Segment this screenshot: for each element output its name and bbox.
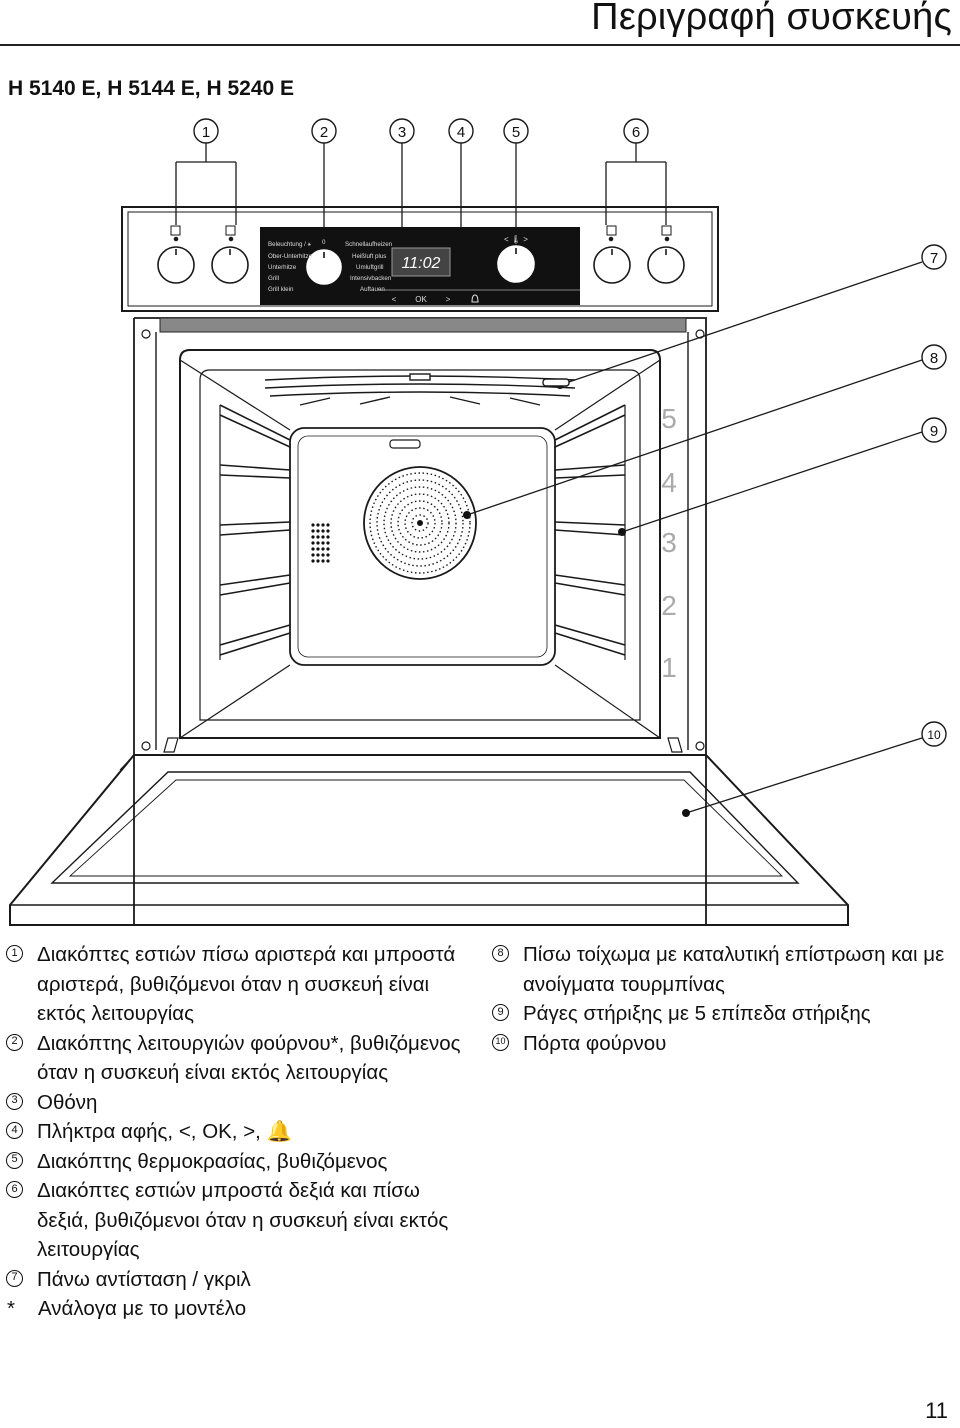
callout-1: 1	[193, 118, 219, 144]
legend-item-2: 2 Διακόπτης λειτουργιών φούρνου*, βυθιζό…	[6, 1029, 476, 1088]
knob-6	[647, 225, 685, 284]
callout-3: 3	[389, 118, 415, 144]
legend-number-2: 2	[6, 1033, 23, 1051]
oven-door	[9, 754, 849, 926]
back-wall	[289, 427, 556, 666]
footnote: * Ανάλογα με το μοντέλο	[6, 1294, 476, 1324]
page-title: Περιγραφή συσκευής	[591, 0, 952, 38]
shelf-level-5: 5	[661, 403, 677, 434]
shelf-level-3: 3	[661, 527, 677, 558]
header-rule	[0, 44, 960, 46]
callout-10-label: 10	[927, 728, 941, 742]
legend-item-4: 4 Πλήκτρα αφής, <, OK, >, 🔔	[6, 1117, 476, 1147]
knob-temperature	[497, 245, 535, 283]
legend-number-10: 10	[492, 1033, 509, 1051]
panel-right-label-5: Auftauen	[360, 286, 385, 293]
panel-key-ok: OK	[415, 295, 427, 304]
panel-left-label-5: Grill klein	[268, 286, 294, 293]
panel-left-label-1: Beleuchtung / ⚹	[268, 241, 312, 248]
legend-item-3: 3 Οθόνη	[6, 1088, 476, 1118]
callout-9: 9	[921, 417, 947, 443]
left-shelf-rails	[219, 404, 291, 660]
legend-item-6: 6 Διακόπτες εστιών μπροστά δεξιά και πίσ…	[6, 1176, 476, 1265]
legend-item-9: 9 Ράγες στήριξης με 5 επίπεδα στήριξης	[492, 999, 952, 1029]
callout-7-label: 7	[930, 250, 938, 267]
panel-right-label-2: Heißluft plus	[352, 253, 386, 260]
legend-item-1: 1 Διακόπτες εστιών πίσω αριστερά και μπρ…	[6, 940, 476, 1029]
legend-text-6: Διακόπτες εστιών μπροστά δεξιά και πίσω …	[37, 1179, 449, 1261]
legend-text-8: Πίσω τοίχωμα με καταλυτική επίστρωση και…	[523, 943, 945, 996]
callout-4-label: 4	[457, 124, 465, 141]
top-heater	[264, 373, 576, 406]
page-number: 11	[925, 1398, 948, 1423]
panel-display-time: 11:02	[402, 255, 441, 272]
knob-2	[211, 225, 249, 284]
callout-5: 5	[503, 118, 529, 144]
control-panel	[121, 206, 719, 312]
legend-right: 8 Πίσω τοίχωμα με καταλυτική επίστρωση κ…	[492, 940, 952, 1058]
legend-text-4: Πλήκτρα αφής, <, OK, >, 🔔	[37, 1120, 293, 1143]
panel-left-label-3: Unterhitze	[268, 264, 297, 271]
footnote-star: *	[7, 1297, 15, 1320]
legend-item-7: 7 Πάνω αντίσταση / γκριλ	[6, 1265, 476, 1295]
legend-number-4: 4	[6, 1122, 23, 1139]
callout-6: 6	[623, 118, 649, 144]
model-list: H 5140 E, H 5144 E, H 5240 E	[8, 77, 295, 100]
knob-5	[593, 225, 631, 284]
panel-right-label-1: Schnellaufheizen	[345, 241, 393, 248]
callout-6-label: 6	[632, 124, 640, 141]
callout-7: 7	[921, 244, 947, 270]
panel-zero-label: 0	[322, 239, 326, 246]
callout-1-label: 1	[202, 124, 210, 141]
legend-number-9: 9	[492, 1004, 509, 1021]
footnote-text: Ανάλογα με το μοντέλο	[38, 1297, 247, 1320]
legend-number-7: 7	[6, 1269, 23, 1287]
legend-number-6: 6	[6, 1181, 23, 1198]
panel-right-label-3: Umluftgrill	[356, 264, 384, 271]
callout-3-label: 3	[398, 124, 406, 141]
legend-text-2: Διακόπτης λειτουργιών φούρνου*, βυθιζόμε…	[37, 1031, 461, 1085]
legend-number-3: 3	[6, 1092, 23, 1110]
right-shelf-rails	[554, 404, 626, 660]
legend-left: 1 Διακόπτες εστιών πίσω αριστερά και μπρ…	[6, 940, 476, 1324]
panel-right-label-4: Intensivbacken	[350, 275, 392, 282]
shelf-level-2: 2	[661, 590, 677, 621]
panel-bell-icon	[471, 294, 479, 303]
legend-item-8: 8 Πίσω τοίχωμα με καταλυτική επίστρωση κ…	[492, 940, 952, 999]
legend-text-1: Διακόπτες εστιών πίσω αριστερά και μπροσ…	[37, 943, 456, 1025]
callout-2: 2	[311, 118, 337, 144]
legend-text-5: Διακόπτης θερμοκρασίας, βυθιζόμενος	[37, 1149, 388, 1173]
panel-left-label-4: Grill	[268, 275, 279, 282]
panel-key-left: <	[392, 295, 397, 304]
oven-diagram: 1 2 3 4 5 6 7 8	[9, 118, 947, 926]
callout-2-label: 2	[320, 124, 328, 141]
callout-4: 4	[448, 118, 474, 144]
callout-10: 10	[921, 721, 947, 747]
legend-item-10: 10 Πόρτα φούρνου	[492, 1029, 952, 1059]
shelf-level-4: 4	[661, 467, 677, 498]
panel-key-right: >	[446, 295, 451, 304]
legend-number-5: 5	[6, 1151, 23, 1169]
legend-text-9: Ράγες στήριξης με 5 επίπεδα στήριξης	[523, 1002, 871, 1025]
shelf-level-1: 1	[661, 652, 677, 683]
panel-temp-label: < 🌡 >	[504, 235, 528, 244]
knob-function	[306, 249, 342, 285]
callout-8: 8	[921, 344, 947, 370]
legend-text-3: Οθόνη	[37, 1090, 98, 1114]
callout-9-label: 9	[930, 423, 938, 440]
callout-5-label: 5	[512, 124, 520, 141]
callout-8-label: 8	[930, 350, 938, 367]
legend-number-8: 8	[492, 945, 509, 962]
panel-left-label-2: Ober-Unterhitze	[268, 253, 313, 260]
fan-cover	[363, 466, 477, 580]
vent-grid	[311, 523, 330, 563]
legend-text-10: Πόρτα φούρνου	[523, 1031, 667, 1055]
knob-1	[157, 225, 195, 284]
legend-number-1: 1	[6, 945, 23, 962]
legend-text-7: Πάνω αντίσταση / γκριλ	[37, 1267, 251, 1291]
legend-item-5: 5 Διακόπτης θερμοκρασίας, βυθιζόμενος	[6, 1147, 476, 1177]
